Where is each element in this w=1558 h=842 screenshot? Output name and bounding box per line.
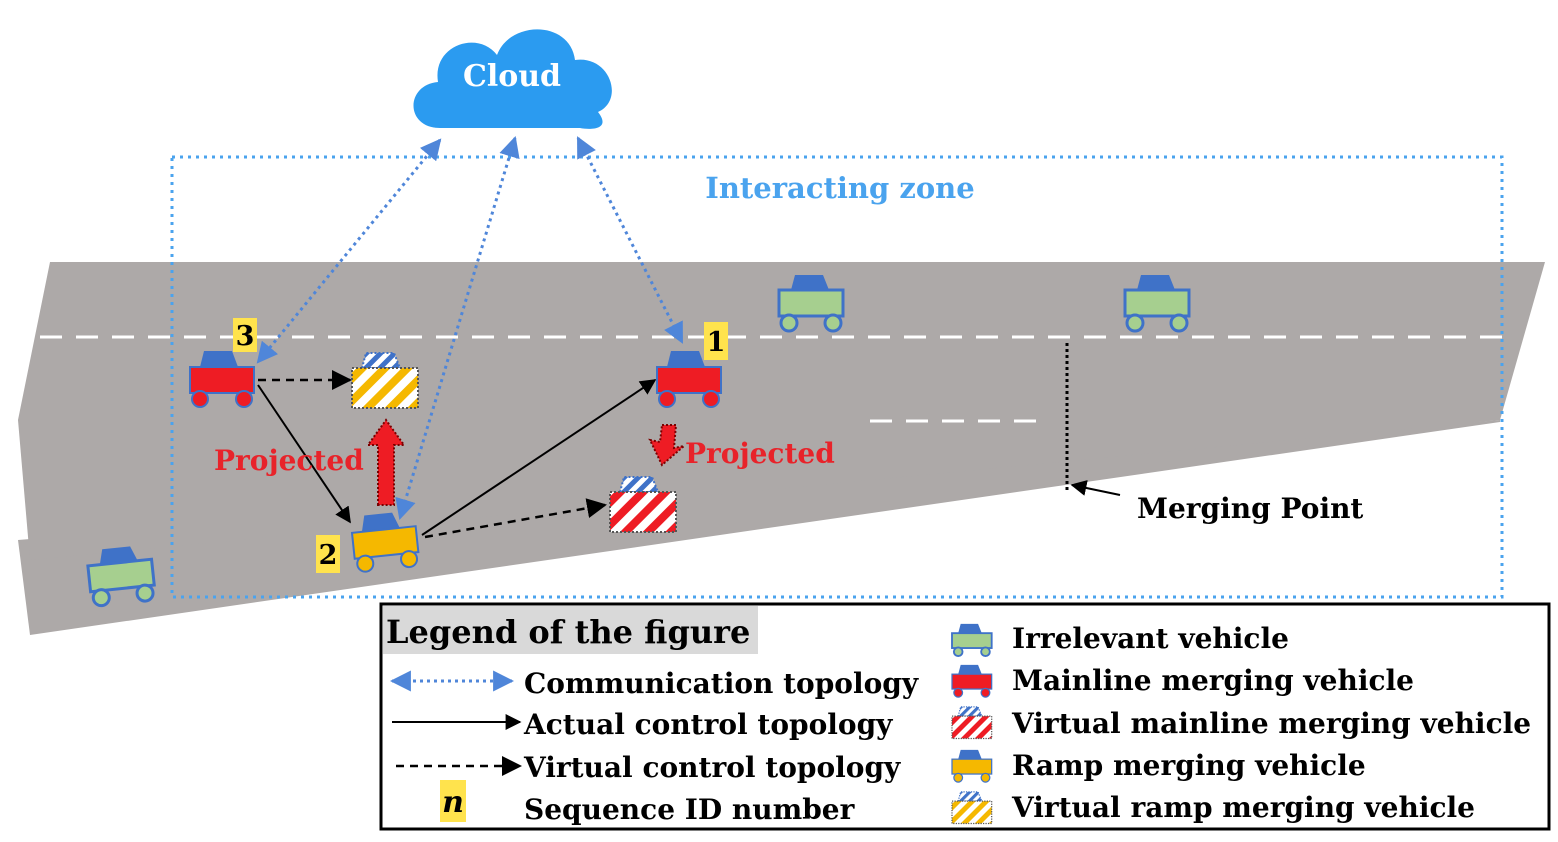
legend-label-virtual-ramp: Virtual ramp merging vehicle	[1011, 791, 1475, 824]
communication-links	[256, 135, 684, 521]
sequence-badge-1: 1	[704, 322, 728, 360]
projected-label-right: Projected	[685, 437, 835, 470]
legend-ramp-icon	[951, 749, 993, 783]
legend-seq-symbol-bg	[440, 780, 466, 822]
legend-label-actual: Actual control topology	[523, 708, 893, 741]
actual-control-links	[257, 379, 657, 536]
interacting-zone-label: Interacting zone	[705, 171, 974, 205]
projection-arrow-down	[648, 424, 688, 467]
legend-label-irrelevant: Irrelevant vehicle	[1012, 622, 1289, 655]
irrelevant-vehicle	[777, 275, 845, 333]
comm-link-1	[576, 136, 684, 344]
legend-irrelevant-icon	[951, 623, 993, 658]
svg-text:2: 2	[319, 540, 338, 571]
projection-arrow-up	[366, 418, 406, 506]
cloud-icon: Cloud	[413, 29, 612, 129]
on-ramp-road	[18, 420, 1500, 635]
legend-title: Legend of the figure	[386, 613, 750, 651]
virtual-control-links	[258, 370, 607, 539]
projected-label-left: Projected	[214, 444, 364, 477]
actual-link-2-1	[421, 379, 657, 536]
svg-text:1: 1	[707, 327, 726, 358]
mainline-merging-vehicle-3	[189, 351, 255, 408]
legend-label-virtual: Virtual control topology	[523, 751, 901, 784]
sequence-badge-2: 2	[316, 535, 340, 573]
legend-virtual-ramp-icon	[951, 791, 993, 825]
sequence-badge-3: 3	[233, 318, 257, 352]
comm-link-3	[256, 138, 442, 364]
virtual-ramp-merging-vehicle	[351, 352, 419, 409]
merging-point-label: Merging Point	[1137, 492, 1363, 525]
interacting-zone-border	[170, 155, 1504, 599]
legend-label-virtual-mainline: Virtual mainline merging vehicle	[1011, 707, 1531, 740]
legend-label-seq: Sequence ID number	[524, 793, 856, 826]
comm-link-2	[395, 135, 520, 521]
legend-label-ramp: Ramp merging vehicle	[1012, 749, 1366, 782]
ramp-merging-vehicle-2	[350, 512, 420, 573]
legend-seq-symbol: n	[442, 785, 464, 820]
svg-text:3: 3	[236, 321, 255, 352]
virtual-mainline-merging-vehicle	[609, 476, 677, 533]
legend-title-bg	[383, 606, 758, 654]
irrelevant-vehicle	[86, 546, 156, 608]
merging-point-arrow	[1070, 480, 1121, 496]
irrelevant-vehicle	[1123, 275, 1191, 333]
legend-mainline-icon	[951, 664, 993, 698]
legend-virtual-mainline-icon	[951, 706, 993, 740]
legend-label-comm: Communication topology	[524, 667, 919, 700]
legend-label-mainline: Mainline merging vehicle	[1012, 664, 1414, 697]
legend: Legend of the figure n Communication top…	[379, 602, 1551, 831]
actual-link-3-2	[257, 384, 351, 524]
mainline-merging-vehicle-1	[656, 351, 722, 408]
cloud-label: Cloud	[463, 59, 561, 94]
virtual-link-2	[424, 498, 607, 539]
